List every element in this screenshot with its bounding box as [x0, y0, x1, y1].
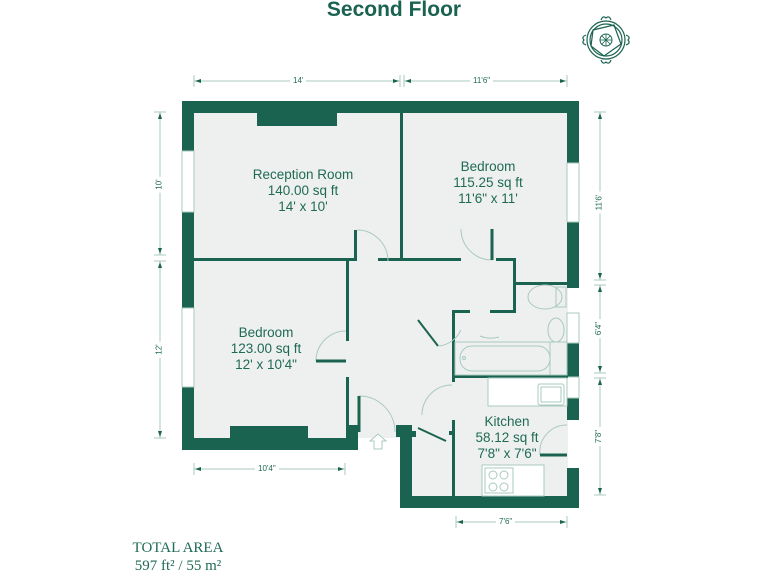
windows	[181, 150, 580, 399]
room-size: 11'6" x 11'	[458, 191, 518, 206]
floor-title: Second Floor	[326, 0, 462, 21]
room-name: Bedroom	[460, 159, 516, 174]
total-area-value: 597 ft² / 55 m²	[134, 558, 222, 574]
dim-bottom-kitchen: 7'6"	[496, 517, 516, 526]
interior-walls	[193, 112, 569, 497]
compass-rose-icon	[582, 16, 630, 64]
dim-right-kitchen: 7'8"	[594, 426, 604, 447]
room-area: 123.00 sq ft	[230, 341, 302, 356]
dim-bottom-bedroom: 10'4"	[255, 464, 279, 473]
room-size: 12' x 10'4"	[235, 357, 297, 372]
kitchen-fixtures	[481, 377, 568, 497]
dim-right-bathroom: 6'4"	[594, 318, 604, 339]
dimension-arrows	[158, 79, 602, 524]
dim-left-bedroom: 12'	[154, 341, 164, 358]
room-name: Bedroom	[238, 325, 294, 340]
room-area: 115.25 sq ft	[453, 175, 523, 190]
outer-walls	[182, 101, 579, 508]
dim-top-bedroom: 11'6"	[470, 76, 494, 85]
doors	[315, 228, 568, 457]
room-label-reception: Reception Room 140.00 sq ft 14' x 10'	[228, 167, 378, 215]
room-size: 7'8" x 7'6"	[477, 446, 537, 461]
entrance-arrow-icon	[358, 433, 398, 452]
bathroom-fixtures	[454, 284, 568, 376]
room-name: Kitchen	[484, 414, 530, 429]
total-area: TOTAL AREA 597 ft² / 55 m²	[118, 539, 238, 575]
total-area-label: TOTAL AREA	[132, 540, 224, 556]
room-size: 14' x 10'	[278, 199, 328, 214]
room-area: 140.00 sq ft	[267, 183, 339, 198]
dim-top-reception: 14'	[290, 76, 307, 85]
room-area: 58.12 sq ft	[475, 430, 539, 445]
room-label-kitchen: Kitchen 58.12 sq ft 7'8" x 7'6"	[457, 414, 557, 462]
dim-left-reception: 10'	[154, 176, 164, 193]
room-label-bedroom-1: Bedroom 115.25 sq ft 11'6" x 11'	[428, 159, 548, 207]
room-name: Reception Room	[252, 167, 354, 182]
dim-right-bedroom: 11'6'	[594, 191, 604, 214]
room-label-bedroom-2: Bedroom 123.00 sq ft 12' x 10'4"	[206, 325, 326, 373]
